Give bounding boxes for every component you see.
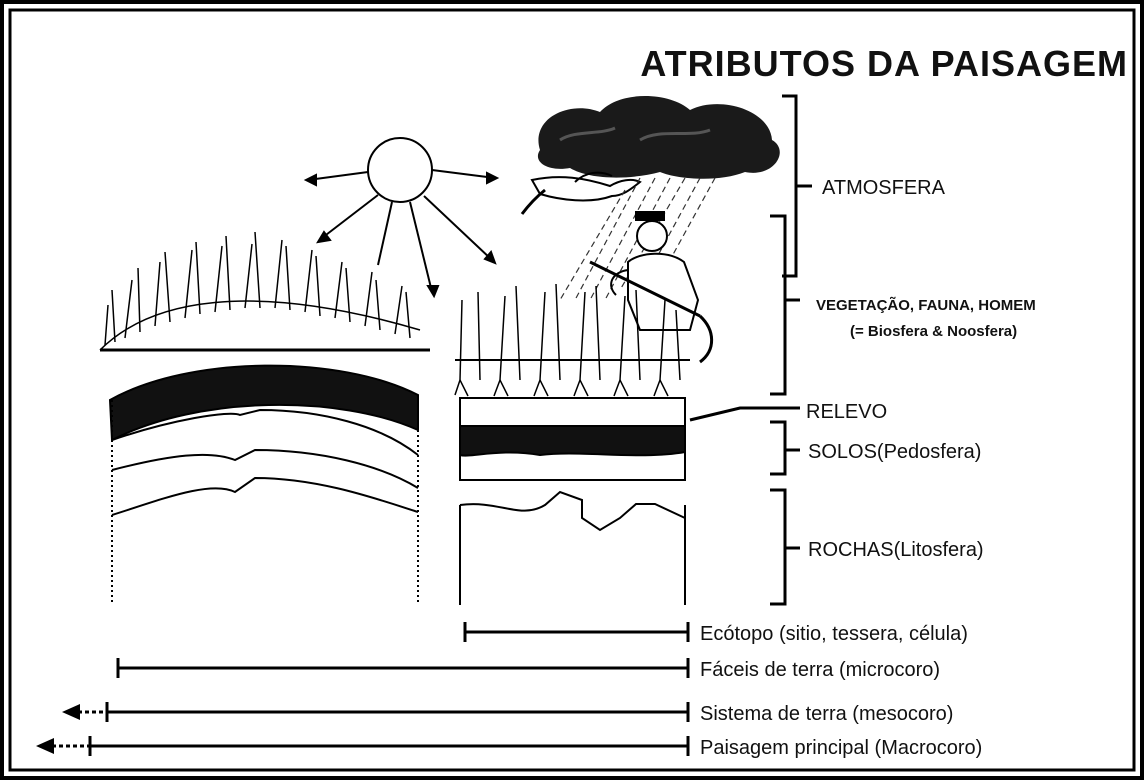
inner-frame (8, 8, 1136, 772)
left-soil-block (108, 364, 419, 605)
scale-lines (52, 622, 690, 756)
solos-label: SOLOS(Pedosfera) (808, 441, 981, 463)
attribute-brackets (689, 94, 812, 606)
right-soil-block (459, 397, 686, 605)
scale-arrowheads (36, 704, 80, 754)
faceis-label: Fáceis de terra (microcoro) (700, 659, 940, 681)
biosfera-label: (= Biosfera & Noosfera) (850, 323, 1017, 340)
atmosfera-label: ATMOSFERA (822, 177, 946, 199)
right-crops (454, 283, 690, 397)
relevo-label: RELEVO (806, 401, 887, 423)
left-grass (99, 231, 430, 352)
ecotopo-label: Ecótopo (sitio, tessera, célula) (700, 623, 968, 645)
storm-cloud-icon (537, 96, 780, 179)
vegetacao-label: VEGETAÇÃO, FAUNA, HOMEM (816, 296, 1036, 314)
sun-icon (303, 137, 500, 299)
bird-icon (520, 171, 642, 215)
rochas-label: ROCHAS(Litosfera) (808, 539, 984, 561)
diagram-title: ATRIBUTOS DA PAISAGEM (640, 43, 1128, 84)
paisagem-label: Paisagem principal (Macrocoro) (700, 737, 982, 759)
sistema-label: Sistema de terra (mesocoro) (700, 703, 953, 725)
farmer-icon (589, 211, 714, 364)
